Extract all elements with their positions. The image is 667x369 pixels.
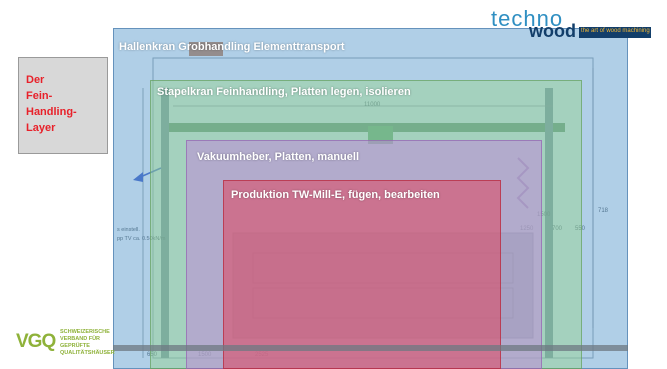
vgq-mark: VGQ: [16, 331, 56, 352]
label-produktion: Produktion TW-Mill-E, fügen, bearbeiten: [231, 189, 440, 201]
label-stapelkran: Stapelkran Feinhandling, Platten legen, …: [157, 86, 411, 98]
layer-produktion: [223, 180, 501, 369]
logo-wood-text: wood: [529, 21, 576, 41]
label-hallenkran: Hallenkran Grobhandling Elementtransport: [119, 41, 345, 53]
callout-box: Der Fein-Handling- Layer: [18, 57, 108, 154]
floor-line: [113, 345, 628, 351]
vgq-text: SCHWEIZERISCHE VERBAND FÜR GEPRÜFTE QUAL…: [60, 329, 115, 356]
callout-text: Der Fein-Handling- Layer: [26, 74, 77, 134]
logo-techno-text: techno: [491, 6, 564, 31]
technowood-logo: techno wood the art of wood machining: [491, 6, 661, 41]
label-vakuum: Vakuumheber, Platten, manuell: [197, 151, 359, 163]
vgq-logo: VGQ SCHWEIZERISCHE VERBAND FÜR GEPRÜFTE …: [16, 329, 116, 369]
logo-tagline: the art of wood machining: [581, 28, 650, 34]
logo-tagline-box: the art of wood machining: [579, 27, 651, 38]
